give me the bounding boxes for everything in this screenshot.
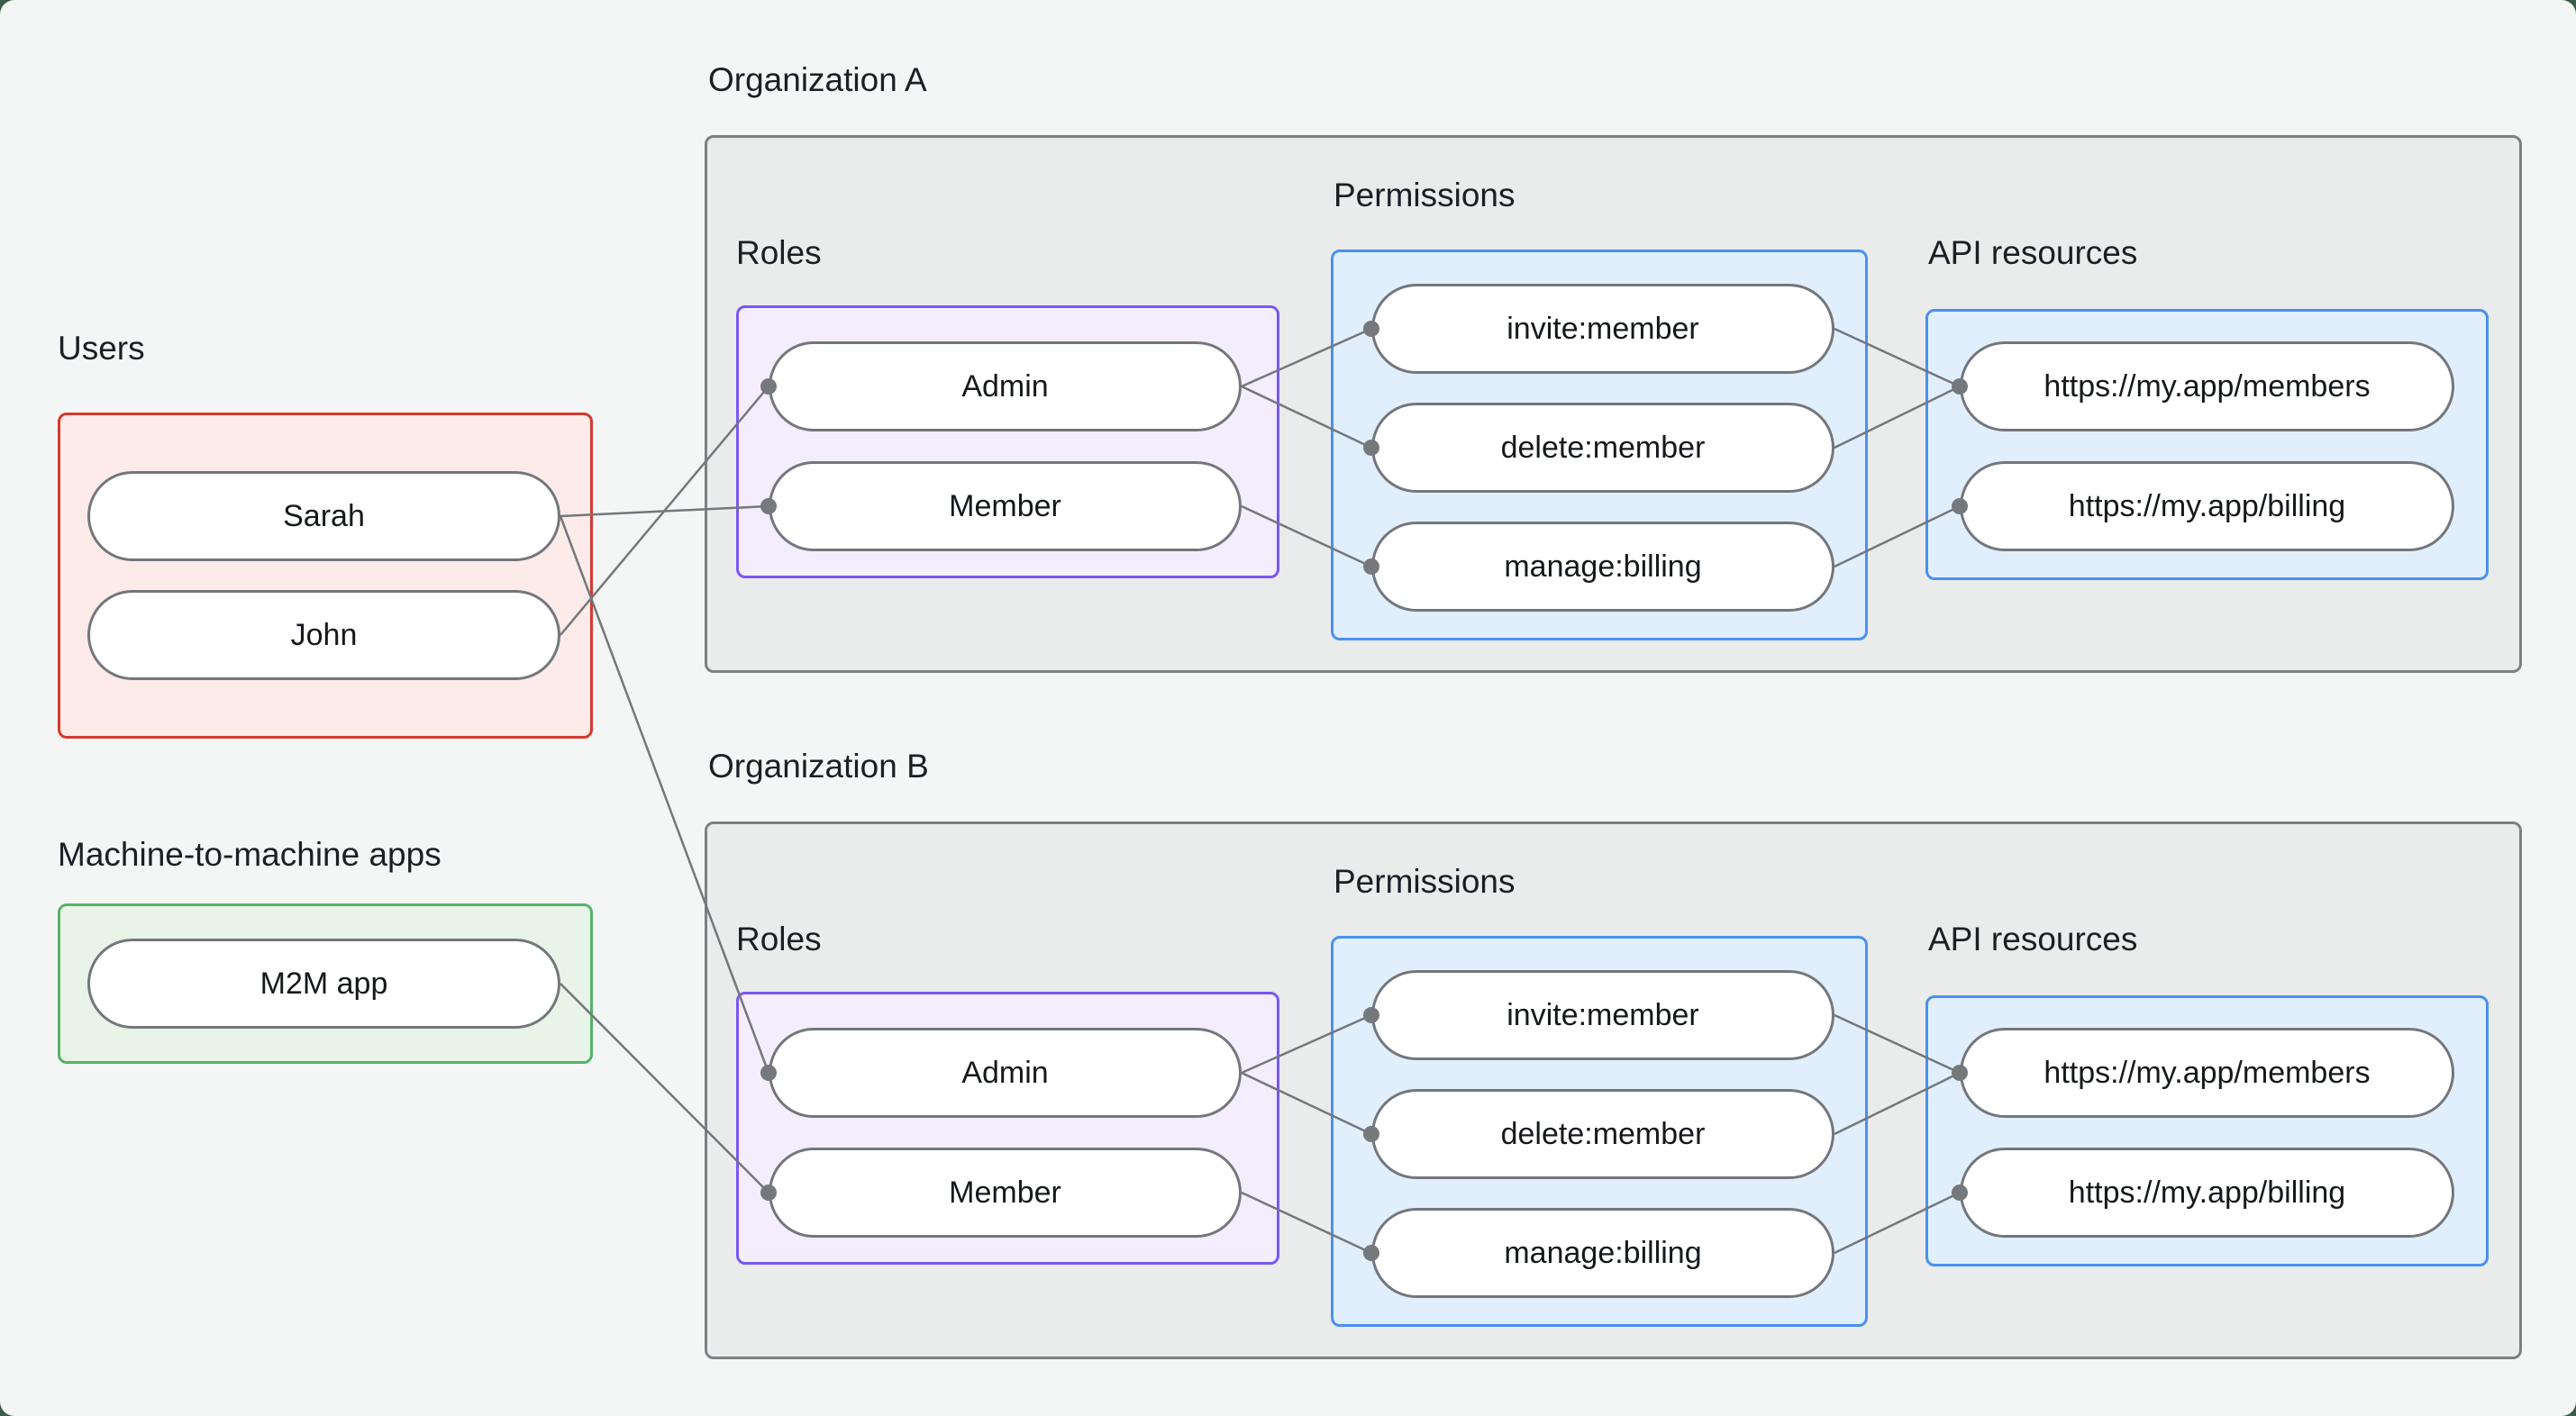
org-a-permission-manage-billing-label: manage:billing [1504, 549, 1702, 584]
org-a-role-admin-label: Admin [961, 368, 1049, 404]
org-a-role-member-label: Member [949, 488, 1061, 523]
user-node-sarah: Sarah [87, 471, 560, 561]
org-a-permission-delete-member: delete:member [1371, 403, 1834, 493]
user-node-sarah-label: Sarah [283, 498, 365, 533]
org-a-api-resources-label: API resources [1928, 234, 2138, 271]
org-a-role-member: Member [769, 461, 1242, 551]
org-b-permission-delete-member: delete:member [1371, 1089, 1834, 1179]
users-section-label: Users [58, 330, 145, 367]
org-b-permission-invite-member-label: invite:member [1506, 997, 1699, 1032]
organization-a-title: Organization A [708, 61, 927, 98]
org-b-api-resource-billing: https://my.app/billing [1960, 1148, 2454, 1238]
m2m-section-label: Machine-to-machine apps [58, 836, 441, 873]
users-group-box [58, 413, 593, 739]
org-b-role-admin-label: Admin [961, 1055, 1049, 1090]
m2m-app-node-label: M2M app [259, 966, 388, 1001]
org-b-api-resource-members: https://my.app/members [1960, 1028, 2454, 1118]
org-b-roles-label: Roles [736, 921, 822, 958]
org-b-api-resource-billing-label: https://my.app/billing [2068, 1175, 2346, 1210]
org-b-permission-invite-member: invite:member [1371, 970, 1834, 1060]
org-b-api-resources-label: API resources [1928, 921, 2138, 958]
org-b-permissions-label: Permissions [1334, 863, 1516, 900]
org-b-permission-manage-billing: manage:billing [1371, 1208, 1834, 1298]
org-a-role-admin: Admin [769, 341, 1242, 431]
org-a-permission-invite-member: invite:member [1371, 284, 1834, 374]
org-b-role-admin: Admin [769, 1028, 1242, 1118]
user-node-john-label: John [290, 617, 358, 652]
org-b-role-member: Member [769, 1148, 1242, 1238]
m2m-app-node: M2M app [87, 939, 560, 1029]
org-a-api-resource-members: https://my.app/members [1960, 341, 2454, 431]
org-a-api-resource-members-label: https://my.app/members [2044, 368, 2371, 404]
org-a-permission-invite-member-label: invite:member [1506, 311, 1699, 346]
org-a-api-resource-billing: https://my.app/billing [1960, 461, 2454, 551]
organization-b-title: Organization B [708, 748, 929, 785]
org-a-api-resource-billing-label: https://my.app/billing [2068, 488, 2346, 523]
org-b-api-resource-members-label: https://my.app/members [2044, 1055, 2371, 1090]
org-b-permission-delete-member-label: delete:member [1500, 1116, 1706, 1151]
org-a-permission-delete-member-label: delete:member [1500, 430, 1706, 465]
org-a-roles-label: Roles [736, 234, 822, 271]
org-a-permission-manage-billing: manage:billing [1371, 522, 1834, 612]
org-b-permission-manage-billing-label: manage:billing [1504, 1235, 1702, 1270]
user-node-john: John [87, 590, 560, 680]
org-a-permissions-label: Permissions [1334, 177, 1516, 213]
org-b-role-member-label: Member [949, 1175, 1061, 1210]
